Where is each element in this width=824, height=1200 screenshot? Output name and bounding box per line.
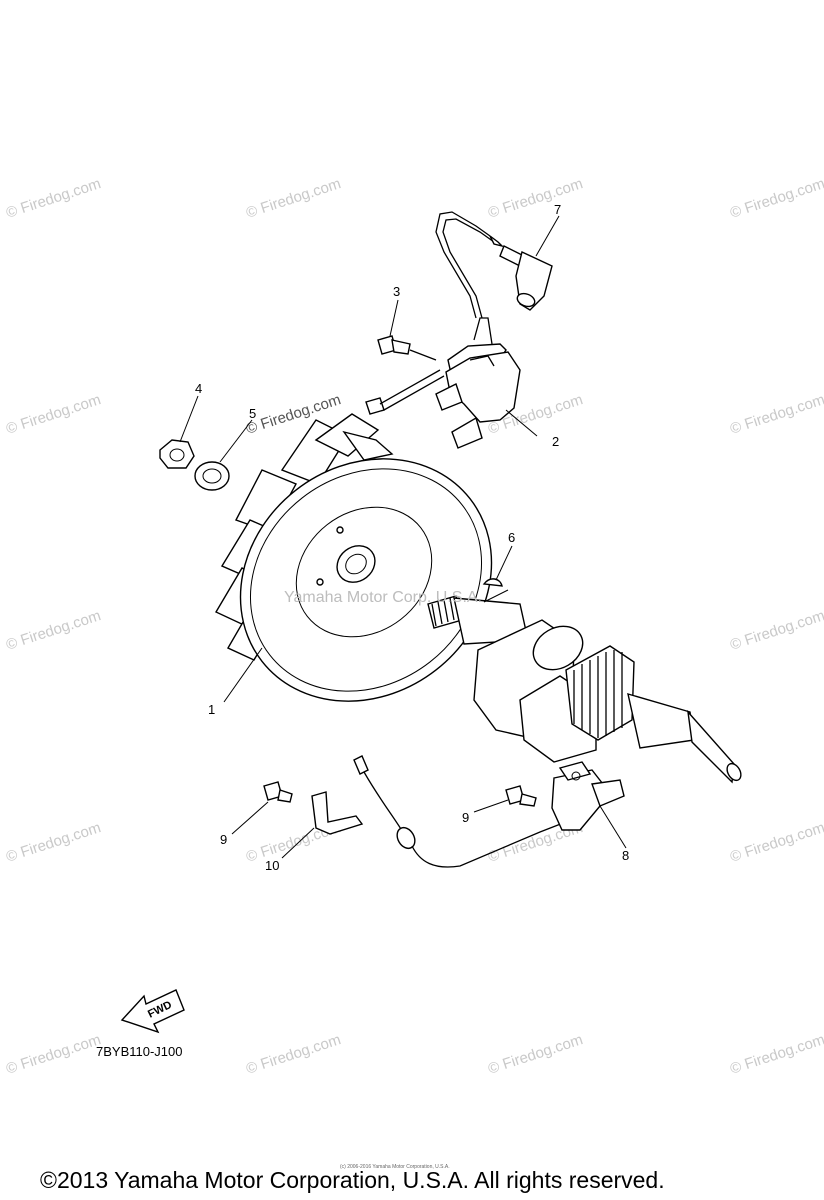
watermark: © Firedog.com xyxy=(728,391,824,438)
watermark: © Firedog.com xyxy=(4,1031,103,1078)
copyright-notice: ©2013 Yamaha Motor Corporation, U.S.A. A… xyxy=(40,1167,665,1193)
watermark: © Firedog.com xyxy=(728,175,824,222)
watermark: © Firedog.com xyxy=(244,1031,343,1078)
leader-lines xyxy=(179,215,627,859)
watermark: © Firedog.com xyxy=(4,607,103,654)
part-9-bolt-left xyxy=(263,781,293,803)
callout-10: 10 xyxy=(265,858,279,873)
watermark: © Firedog.com xyxy=(486,175,585,222)
part-7-plug-cap xyxy=(435,211,553,319)
callout-5: 5 xyxy=(249,406,256,421)
callout-9-left: 9 xyxy=(220,832,227,847)
part-9-bolt-right xyxy=(505,785,537,807)
callout-7: 7 xyxy=(554,202,561,217)
watermark: © Firedog.com xyxy=(728,607,824,654)
callout-1: 1 xyxy=(208,702,215,717)
watermark: © Firedog.com xyxy=(4,819,103,866)
crankshaft xyxy=(427,595,742,784)
callout-6: 6 xyxy=(508,530,515,545)
lead-wire xyxy=(353,755,577,868)
callout-labels: 1 2 3 4 5 6 7 8 9 9 10 xyxy=(195,202,629,873)
part-4-nut xyxy=(159,439,195,469)
callout-3: 3 xyxy=(393,284,400,299)
part-1-flywheel xyxy=(215,413,493,702)
watermark: © Firedog.com xyxy=(728,819,824,866)
callout-4: 4 xyxy=(195,381,202,396)
watermark: © Firedog.com xyxy=(486,1031,585,1078)
watermark: © Firedog.com xyxy=(4,391,103,438)
part-10-bracket xyxy=(311,791,364,835)
center-watermark: Yamaha Motor Corp. U.S.A. xyxy=(284,589,482,606)
callout-8: 8 xyxy=(622,848,629,863)
watermark: © Firedog.com xyxy=(4,175,103,222)
callout-2: 2 xyxy=(552,434,559,449)
part-2-ignition-coil xyxy=(435,317,521,449)
callout-9-right: 9 xyxy=(462,810,469,825)
watermark: © Firedog.com xyxy=(728,1031,824,1078)
part-3-bolt xyxy=(365,335,445,415)
part-5-washer xyxy=(194,461,230,491)
part-8-sensor xyxy=(551,761,625,831)
diagram-code: 7BYB110-J100 xyxy=(96,1044,183,1059)
fwd-arrow-icon: FWD xyxy=(120,989,185,1034)
fine-print: (c) 2006-2016 Yamaha Motor Corporation, … xyxy=(340,1164,450,1170)
watermark: © Firedog.com xyxy=(244,175,343,222)
